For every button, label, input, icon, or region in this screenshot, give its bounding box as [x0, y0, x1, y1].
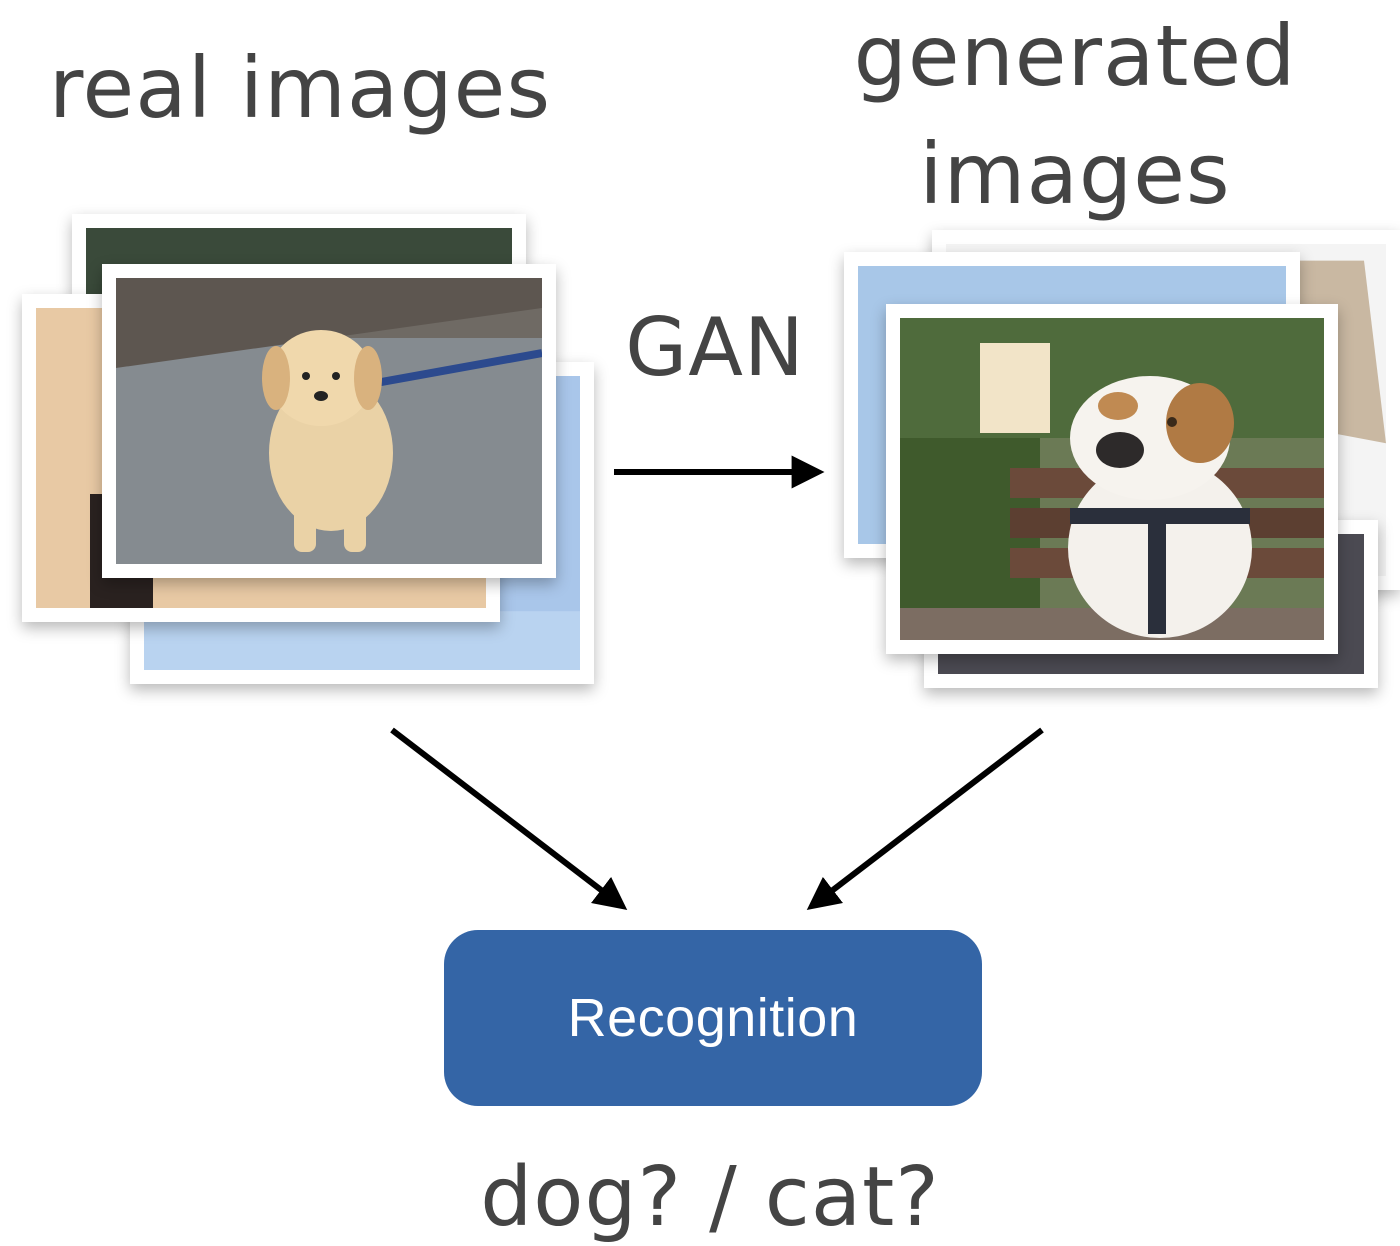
- real-to-recognition-arrow: [390, 727, 628, 911]
- dog-cat-question: dog? / cat?: [480, 1150, 940, 1245]
- generated-photo-bulldog: [886, 304, 1338, 654]
- real-images-title: real images: [48, 39, 552, 137]
- recognition-box: Recognition: [444, 930, 982, 1106]
- gan-label: GAN: [625, 301, 805, 394]
- generated-images-title-line2: images: [919, 125, 1231, 223]
- generated-images-title-line1: generated: [853, 7, 1297, 105]
- real-photo-puppy: [102, 264, 556, 578]
- recognition-label: Recognition: [567, 988, 859, 1048]
- generated-to-recognition-arrow: [806, 727, 1044, 911]
